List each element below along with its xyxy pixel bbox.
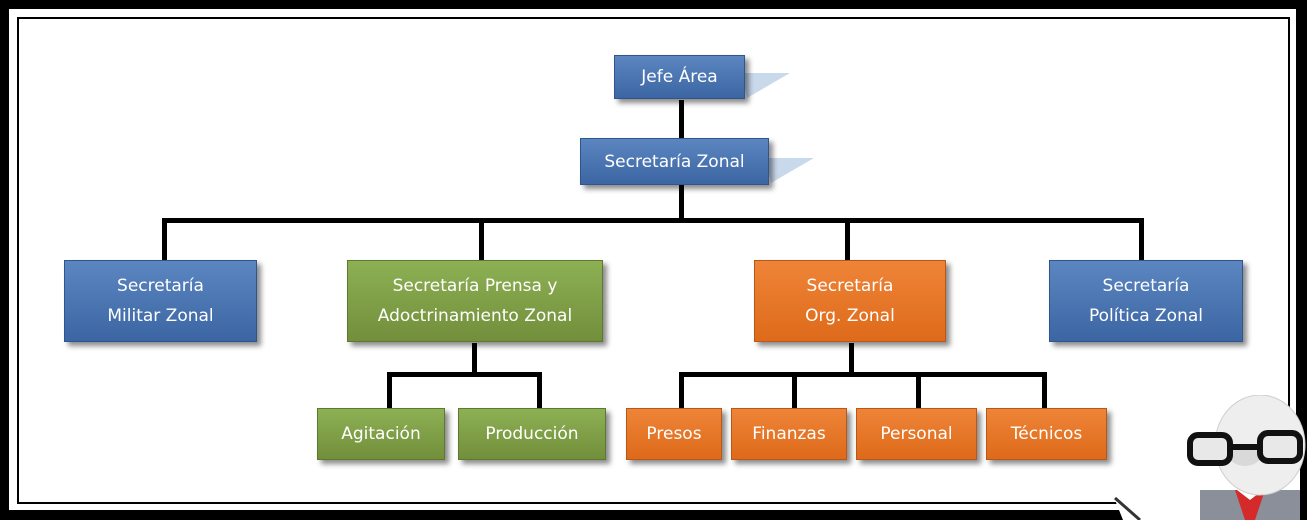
connector-prensa-bus	[387, 372, 542, 377]
callout-tail-root	[742, 73, 790, 98]
connector-drop-tecnicos	[1042, 372, 1047, 408]
node-secretaria-prensa: Secretaría Prensa y Adoctrinamiento Zona…	[347, 260, 603, 342]
node-jefe-area: Jefe Área	[614, 55, 745, 99]
callout-tail-level1	[766, 158, 814, 183]
connector-drop-personal	[916, 372, 921, 408]
node-personal: Personal	[856, 408, 977, 460]
connector-prensa-bus-down	[472, 343, 477, 374]
connector-main-bus	[162, 218, 1144, 223]
connector-drop-prensa	[479, 218, 484, 260]
connector-org-bus-down	[849, 343, 854, 374]
mascot-illustration	[1105, 395, 1306, 520]
node-secretaria-org-zonal: Secretaría Org. Zonal	[754, 260, 946, 342]
node-tecnicos: Técnicos	[986, 408, 1107, 460]
node-finanzas: Finanzas	[731, 408, 847, 460]
connector-org-bus	[679, 372, 1047, 377]
node-secretaria-politica-zonal: Secretaría Política Zonal	[1049, 260, 1243, 342]
node-secretaria-militar-zonal: Secretaría Militar Zonal	[64, 260, 257, 342]
connector-drop-agitacion	[387, 372, 392, 408]
node-agitacion: Agitación	[317, 408, 445, 460]
node-produccion: Producción	[458, 408, 606, 460]
connector-drop-militar	[162, 218, 167, 260]
mascot-pointer-line	[1114, 496, 1141, 520]
node-secretaria-zonal: Secretaría Zonal	[580, 138, 769, 185]
node-presos: Presos	[626, 408, 722, 460]
connector-drop-produccion	[537, 372, 542, 408]
connector-root-level1	[679, 100, 684, 138]
connector-drop-finanzas	[792, 372, 797, 408]
connector-drop-politica	[1139, 218, 1144, 260]
connector-drop-org	[845, 218, 850, 260]
connector-level1-bus	[679, 185, 684, 220]
connector-drop-presos	[679, 372, 684, 408]
